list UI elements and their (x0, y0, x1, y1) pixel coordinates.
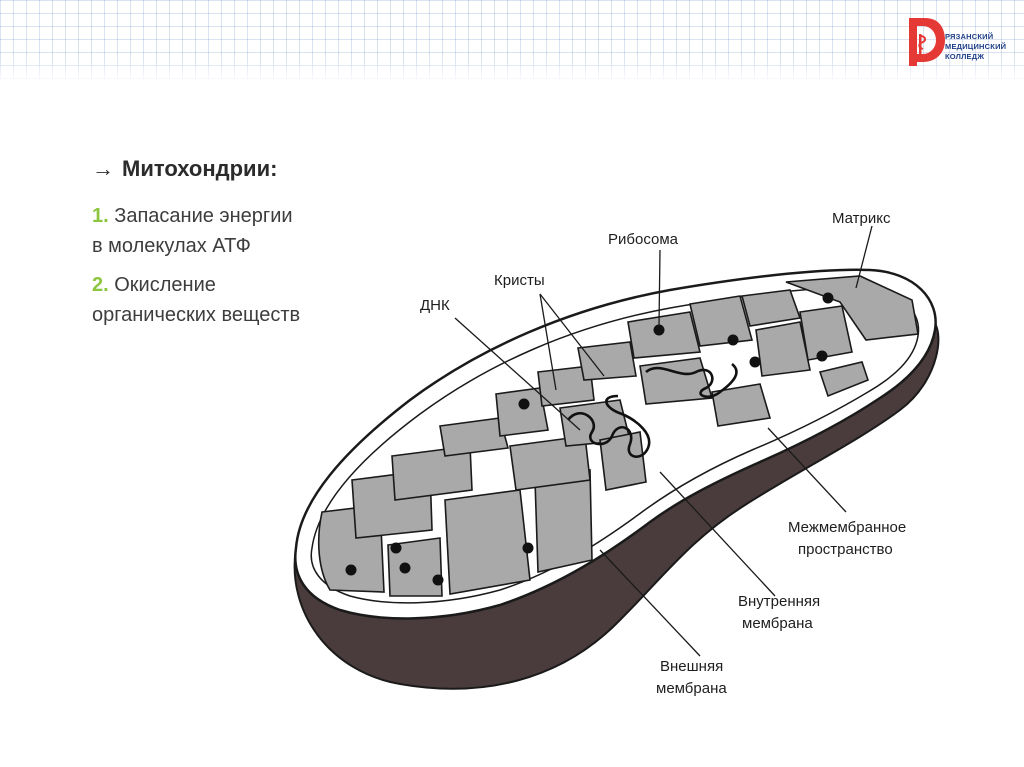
label-outer-membrane-1: Внешняя (660, 658, 723, 675)
logo-line-1: РЯЗАНСКИЙ (945, 32, 994, 41)
dna-strand-1 (566, 394, 651, 458)
leader-lines (454, 225, 873, 657)
label-ribosome: Рибосома (608, 231, 679, 248)
slide-title: → Митохондрии: (92, 156, 277, 182)
label-outer-membrane-2: мембрана (656, 680, 727, 697)
point-1-number: 1. (92, 205, 109, 227)
function-point-2: 2. Окисление органических веществ (92, 270, 300, 330)
logo-line-3: КОЛЛЕДЖ (945, 52, 985, 61)
title-text: Митохондрии: (122, 156, 278, 181)
cristae-group (317, 275, 919, 597)
college-name: РЯЗАНСКИЙ МЕДИЦИНСКИЙ КОЛЛЕДЖ (945, 32, 1006, 62)
label-intermembrane-2: пространство (798, 541, 893, 558)
point-2-number: 2. (92, 274, 109, 296)
point-1-line-2: в молекулах АТФ (92, 235, 251, 257)
dna-strand-2 (645, 362, 738, 399)
college-logo: РЯЗАНСКИЙ МЕДИЦИНСКИЙ КОЛЛЕДЖ (903, 14, 1013, 70)
label-dna: ДНК (420, 297, 450, 314)
arrow-right-icon: → (92, 156, 114, 181)
ribosome-dots (345, 292, 834, 586)
label-cristae: Кристы (494, 272, 545, 289)
label-matrix: Матрикс (832, 210, 891, 227)
label-inner-membrane-2: мембрана (742, 615, 813, 632)
medical-college-logo-icon (909, 18, 945, 66)
point-2-line-1: Окисление (114, 274, 216, 296)
function-point-1: 1. Запасание энергии в молекулах АТФ (92, 201, 293, 261)
point-2-line-2: органических веществ (92, 304, 301, 326)
header-fade (0, 58, 1024, 84)
logo-line-2: МЕДИЦИНСКИЙ (945, 42, 1007, 51)
label-intermembrane-1: Межмембранное (788, 519, 906, 536)
point-1-line-1: Запасание энергии (114, 205, 293, 227)
label-inner-membrane-1: Внутренняя (738, 593, 820, 610)
